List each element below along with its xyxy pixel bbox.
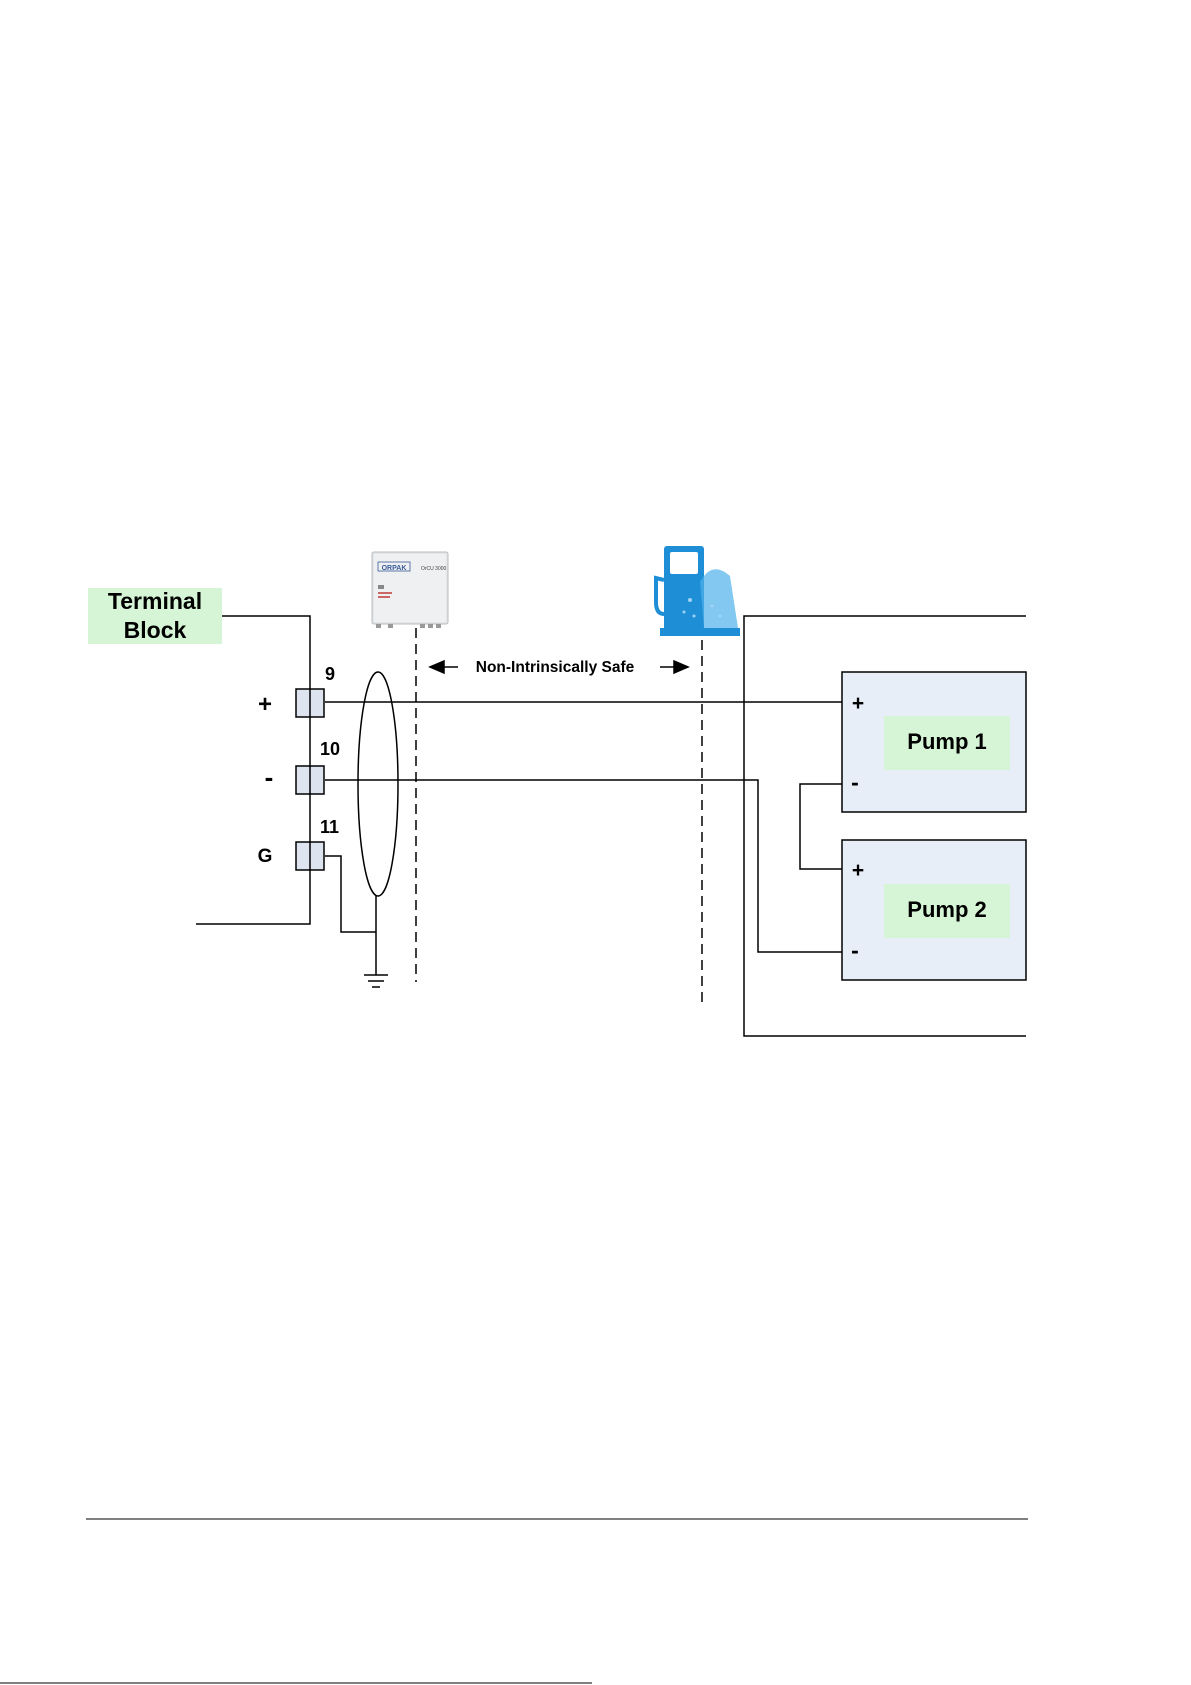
- controller-unit-icon: ORPAK OrCU 3000: [372, 552, 448, 628]
- terminal-9-number: 9: [325, 664, 335, 684]
- pump-2-label: Pump 2: [907, 897, 986, 922]
- zone-label: Non-Intrinsically Safe: [476, 659, 635, 676]
- terminal-block-label-line2: Block: [124, 617, 187, 643]
- pump-1-plus: +: [852, 692, 864, 715]
- pump-1-minus: -: [851, 769, 859, 795]
- terminal-10-sign: -: [265, 762, 274, 792]
- pump-1-label: Pump 1: [907, 729, 986, 754]
- controller-logo: ORPAK: [382, 565, 407, 572]
- terminal-block-label-line1: Terminal: [108, 588, 202, 614]
- terminal-10-number: 10: [320, 739, 340, 759]
- pump-2-minus: -: [851, 937, 859, 963]
- pump-2-plus: +: [852, 859, 864, 882]
- terminal-11-sign: G: [258, 846, 273, 867]
- cable-shield: [358, 672, 398, 896]
- terminal-10: [296, 766, 324, 794]
- terminal-11-number: 11: [320, 817, 339, 837]
- controller-model: OrCU 3000: [421, 566, 447, 572]
- fuel-dispenser-icon: [656, 546, 740, 636]
- zone-boundaries: [416, 628, 702, 1006]
- ground-icon: [364, 975, 388, 987]
- terminal-11: [296, 842, 324, 870]
- terminal-9-sign: +: [258, 691, 272, 718]
- terminal-9: [296, 689, 324, 717]
